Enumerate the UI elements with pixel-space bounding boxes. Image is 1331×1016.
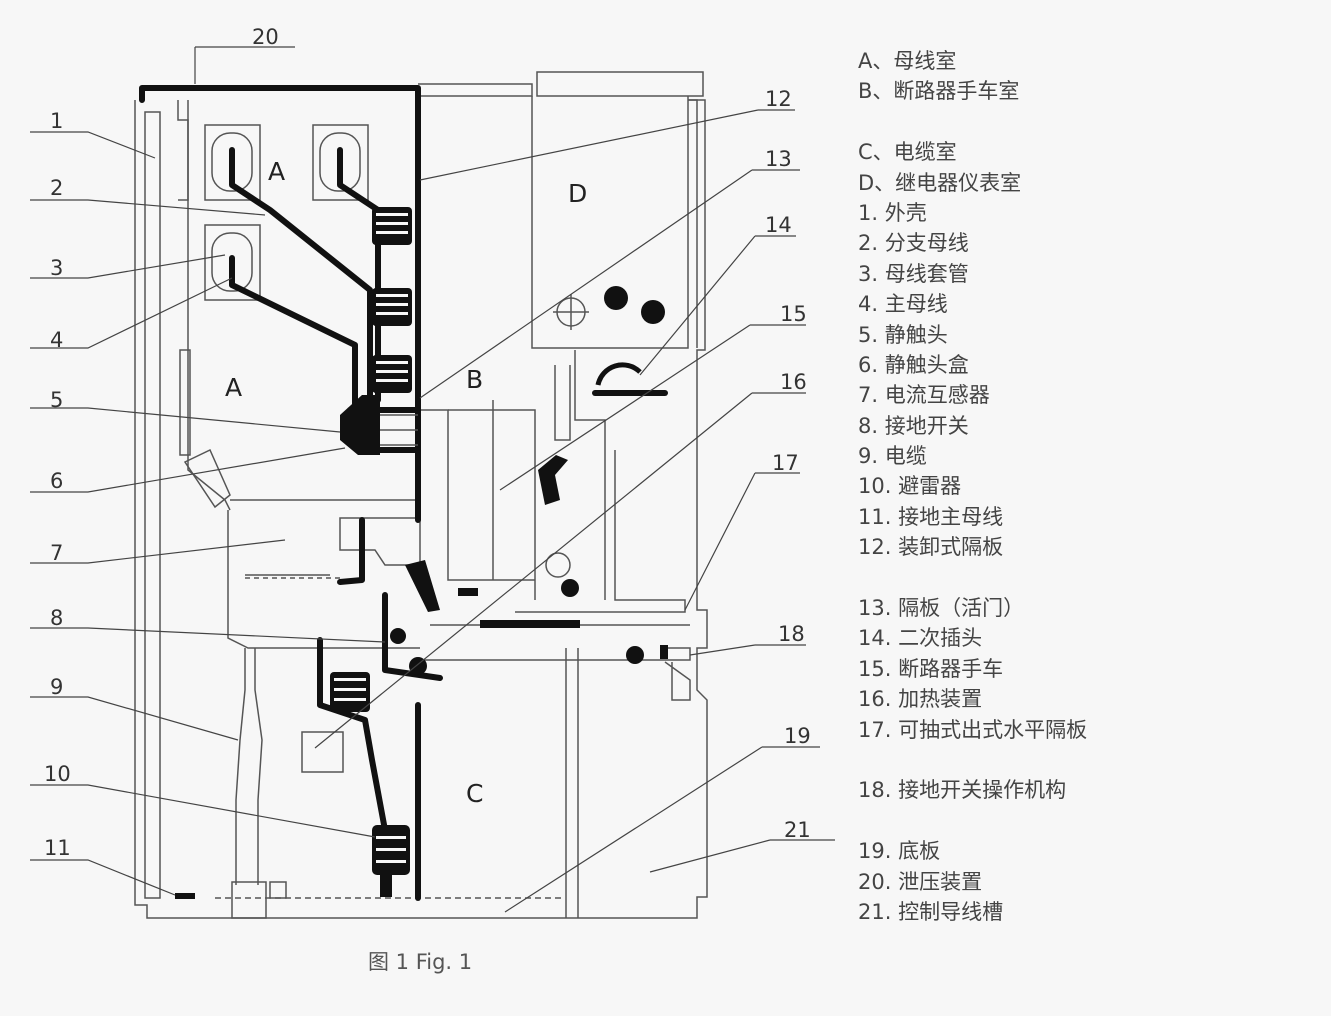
callout-8: 8 (50, 606, 63, 630)
legend-gap (858, 563, 1318, 593)
legend-item: 6. 静触头盒 (858, 352, 969, 377)
legend-item: C、电缆室 (858, 140, 957, 165)
legend-item: 11. 接地主母线 (858, 504, 1004, 529)
legend-item: 21. 控制导线槽 (858, 899, 1004, 924)
legend: A、母线室 B、断路器手车室 C、电缆室 D、继电器仪表室 1. 外壳 2. 分支母线 3.… (858, 46, 1318, 927)
callout-11: 11 (44, 836, 71, 860)
figure-caption: 图 1 Fig. 1 (368, 950, 473, 974)
legend-item: 4. 主母线 (858, 292, 948, 317)
legend-item: 1. 外壳 (858, 200, 927, 225)
callout-13: 13 (765, 147, 792, 171)
callout-19: 19 (784, 724, 811, 748)
legend-item: A、母线室 (858, 49, 957, 73)
legend-gap (858, 745, 1318, 775)
legend-item: 5. 静触头 (858, 322, 948, 347)
callout-21: 21 (784, 818, 811, 842)
legend-item: D、继电器仪表室 (858, 170, 1022, 195)
callout-16: 16 (780, 370, 807, 394)
zone-label-d: D (568, 179, 587, 208)
legend-item: 14. 二次插头 (858, 626, 983, 651)
legend-item: 7. 电流互感器 (858, 383, 990, 408)
zone-labels: A A B C D (225, 157, 587, 808)
legend-item: 19. 底板 (858, 839, 941, 864)
legend-item: 13. 隔板（活门） (858, 596, 1025, 621)
callout-2: 2 (50, 176, 63, 200)
legend-item: B、断路器手车室 (858, 79, 1020, 104)
callout-18: 18 (778, 622, 805, 646)
callout-1: 1 (50, 109, 63, 133)
legend-gap (858, 107, 1318, 137)
legend-item: 12. 装卸式隔板 (858, 535, 1004, 560)
legend-item: 15. 断路器手车 (858, 656, 1004, 681)
busbar-bushings (204, 124, 369, 301)
callout-4: 4 (50, 328, 63, 352)
callout-9: 9 (50, 675, 63, 699)
legend-item: 10. 避雷器 (858, 474, 962, 499)
legend-item: 8. 接地开关 (858, 413, 969, 438)
callout-14: 14 (765, 213, 792, 237)
callout-12: 12 (765, 87, 792, 111)
legend-item: 9. 电缆 (858, 444, 927, 469)
legend-item: 20. 泄压装置 (858, 869, 983, 894)
legend-gap (858, 806, 1318, 836)
callout-20: 20 (252, 25, 279, 49)
coils (330, 207, 412, 897)
legend-item: 17. 可抽式出式水平隔板 (858, 717, 1088, 742)
legend-item: 2. 分支母线 (858, 231, 969, 256)
zone-label-a-lower: A (225, 373, 242, 402)
leader-lines (30, 46, 835, 913)
legend-item: 18. 接地开关操作机构 (858, 778, 1067, 803)
circuit-breaker-truck (175, 455, 668, 899)
callout-numbers: 20 1 2 3 4 5 6 7 8 9 10 11 12 13 14 15 1… (44, 25, 811, 860)
zone-label-a-upper: A (268, 157, 285, 186)
callout-17: 17 (772, 451, 799, 475)
callout-5: 5 (50, 388, 63, 412)
zone-label-c: C (466, 779, 483, 808)
callout-10: 10 (44, 762, 71, 786)
callout-7: 7 (50, 541, 63, 565)
callout-3: 3 (50, 256, 63, 280)
zone-label-b: B (466, 365, 483, 394)
legend-item: 16. 加热装置 (858, 687, 983, 712)
relay-instruments (553, 286, 665, 386)
callout-15: 15 (780, 302, 807, 326)
static-contact-box (340, 395, 418, 455)
busbars (139, 85, 668, 901)
legend-item: 3. 母线套管 (858, 261, 969, 286)
callout-6: 6 (50, 469, 63, 493)
